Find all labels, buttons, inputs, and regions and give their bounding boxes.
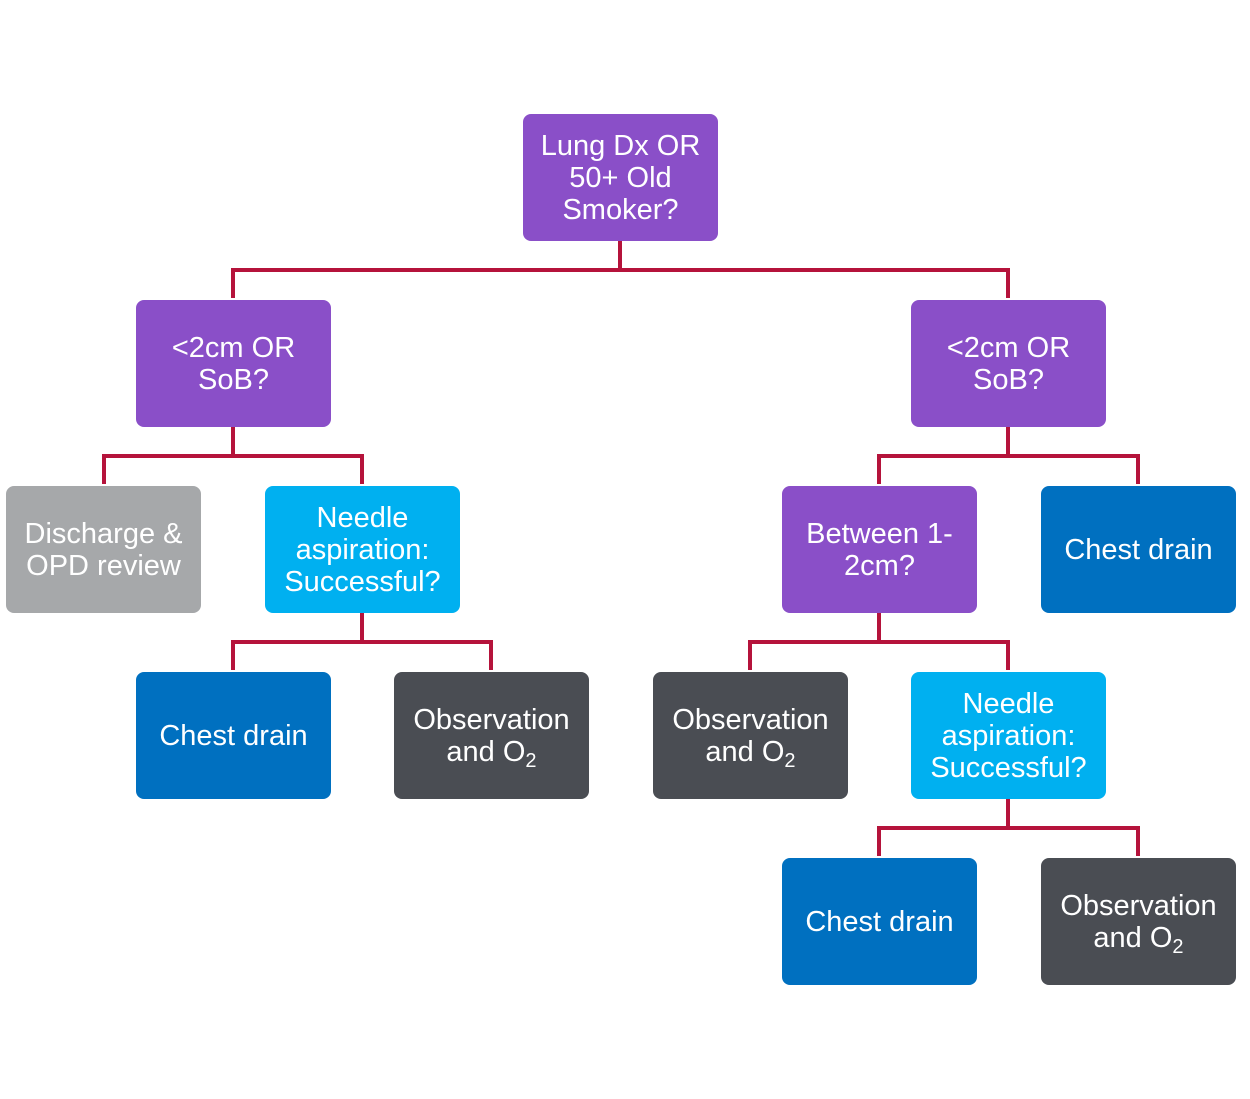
needle-aspiration-right-node: Needle aspiration: Successful? <box>911 672 1106 799</box>
observation-bottom-line-1: Observation <box>1060 889 1217 922</box>
connector-right-decision-split <box>877 425 1140 484</box>
right-size-decision-node: <2cm OR SoB? <box>911 300 1106 427</box>
connector-between-split <box>748 611 1010 670</box>
root-line-2: 50+ Old <box>569 161 672 194</box>
between-size-label: Between 1- 2cm? <box>806 518 953 582</box>
observation-bottom-node: Observation and O2 <box>1041 858 1236 985</box>
discharge-line-1: Discharge & <box>24 517 183 550</box>
needle-left-line-1: Needle <box>316 501 409 534</box>
observation-mid-line-1: Observation <box>672 703 829 736</box>
observation-bottom-subscript: 2 <box>1172 935 1184 958</box>
root-decision-label: Lung Dx OR 50+ Old Smoker? <box>541 130 701 226</box>
needle-aspiration-left-label: Needle aspiration: Successful? <box>284 502 440 598</box>
observation-left-node: Observation and O2 <box>394 672 589 799</box>
between-line-1: Between 1- <box>806 517 953 550</box>
observation-left-line-1: Observation <box>413 703 570 736</box>
observation-bottom-line-2: and O <box>1093 921 1173 954</box>
between-size-decision-node: Between 1- 2cm? <box>782 486 977 613</box>
right-size-decision-label: <2cm OR SoB? <box>947 332 1070 396</box>
needle-left-line-2: aspiration: <box>295 533 430 566</box>
chest-drain-bottom-node: Chest drain <box>782 858 977 985</box>
root-line-3: Smoker? <box>562 193 679 226</box>
needle-right-line-1: Needle <box>962 687 1055 720</box>
discharge-node: Discharge & OPD review <box>6 486 201 613</box>
right-size-line-1: <2cm OR <box>946 331 1071 364</box>
chest-drain-right-label: Chest drain <box>1064 533 1213 566</box>
discharge-label: Discharge & OPD review <box>25 518 183 582</box>
connector-needle-right-split <box>877 797 1140 856</box>
needle-right-line-2: aspiration: <box>941 719 1076 752</box>
left-size-line-1: <2cm OR <box>171 331 296 364</box>
observation-mid-line-2: and O <box>705 735 785 768</box>
chest-drain-right-node: Chest drain <box>1041 486 1236 613</box>
observation-left-label: Observation and O2 <box>413 703 570 771</box>
connector-left-decision-split <box>102 425 364 484</box>
needle-right-line-3: Successful? <box>930 751 1087 784</box>
left-size-line-2: SoB? <box>198 363 269 396</box>
needle-left-line-3: Successful? <box>284 565 441 598</box>
connector-needle-left-split <box>231 611 493 670</box>
chest-drain-left-label: Chest drain <box>159 719 308 752</box>
left-size-decision-node: <2cm OR SoB? <box>136 300 331 427</box>
between-line-2: 2cm? <box>844 549 915 582</box>
discharge-line-2: OPD review <box>26 549 181 582</box>
needle-aspiration-right-label: Needle aspiration: Successful? <box>930 688 1086 784</box>
chest-drain-bottom-label: Chest drain <box>805 905 954 938</box>
observation-bottom-label: Observation and O2 <box>1060 889 1217 957</box>
right-size-line-2: SoB? <box>973 363 1044 396</box>
observation-mid-label: Observation and O2 <box>672 703 829 771</box>
chest-drain-left-node: Chest drain <box>136 672 331 799</box>
observation-left-line-2: and O <box>446 735 526 768</box>
observation-mid-subscript: 2 <box>784 749 796 772</box>
observation-mid-node: Observation and O2 <box>653 672 848 799</box>
needle-aspiration-left-node: Needle aspiration: Successful? <box>265 486 460 613</box>
connector-root-split <box>231 239 1010 298</box>
root-decision-node: Lung Dx OR 50+ Old Smoker? <box>523 114 718 241</box>
left-size-decision-label: <2cm OR SoB? <box>172 332 295 396</box>
observation-left-subscript: 2 <box>525 749 537 772</box>
root-line-1: Lung Dx OR <box>540 129 701 162</box>
